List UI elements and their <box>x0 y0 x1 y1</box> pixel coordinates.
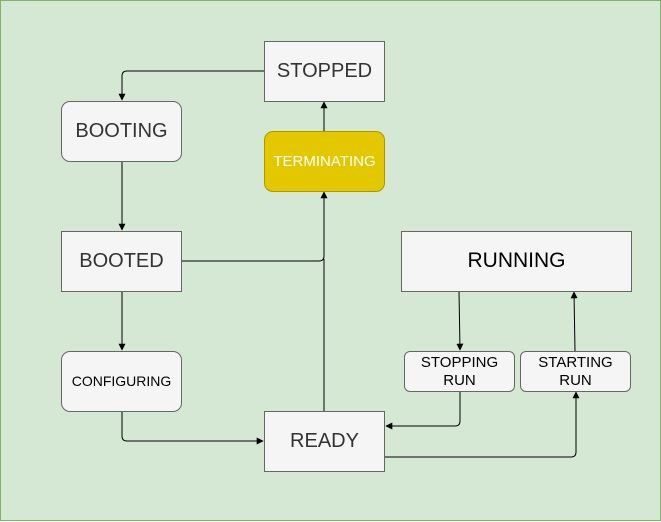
edge-stopping-run-to-ready <box>385 391 461 430</box>
edge-stopped-to-booting <box>118 70 264 101</box>
state-starting-run[interactable]: STARTING RUN <box>520 351 631 392</box>
state-configuring[interactable]: CONFIGURING <box>61 351 182 412</box>
state-stopping-run[interactable]: STOPPING RUN <box>404 351 515 392</box>
state-booted[interactable]: BOOTED <box>61 231 182 292</box>
state-stopping-run-label: STOPPING RUN <box>420 354 499 389</box>
state-ready-label: READY <box>290 430 359 452</box>
edge-running-to-stopping-run <box>456 290 464 351</box>
state-booting[interactable]: BOOTING <box>61 101 182 162</box>
state-terminating-label: TERMINATING <box>273 152 376 170</box>
state-running-label: RUNNING <box>467 249 566 273</box>
state-stopped[interactable]: STOPPED <box>264 41 385 102</box>
edge-ready-to-starting-run <box>384 391 580 458</box>
state-stopped-label: STOPPED <box>276 60 373 82</box>
state-booting-label: BOOTING <box>75 120 168 142</box>
state-terminating[interactable]: TERMINATING <box>264 131 385 192</box>
state-starting-run-label: STARTING RUN <box>538 354 613 389</box>
edge-configuring-to-ready <box>121 411 264 445</box>
state-ready[interactable]: READY <box>264 411 385 472</box>
edge-starting-run-to-running <box>570 291 578 352</box>
state-running[interactable]: RUNNING <box>401 231 632 292</box>
state-configuring-label: CONFIGURING <box>71 373 172 390</box>
state-booted-label: BOOTED <box>79 250 164 272</box>
edge-booted-to-terminating <box>182 191 328 262</box>
